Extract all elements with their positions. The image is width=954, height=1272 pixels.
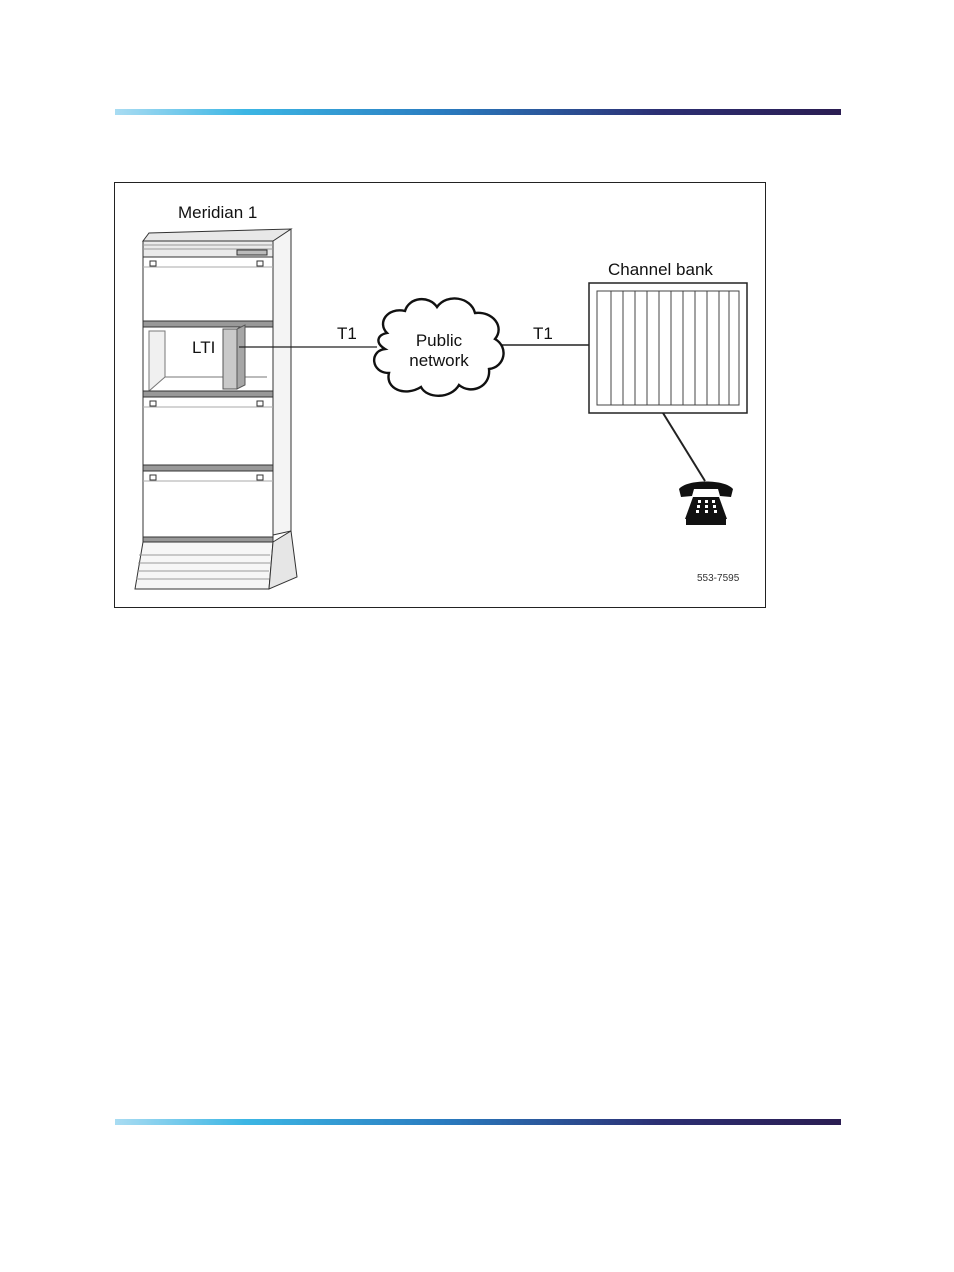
figure-frame: Meridian 1 LTI T1 Public network T1 Chan…	[114, 182, 766, 608]
channel-bank-icon	[589, 283, 747, 413]
card-label: LTI	[192, 338, 215, 358]
telephone-icon	[679, 482, 733, 526]
link-left-label: T1	[337, 324, 357, 344]
link-right-label: T1	[533, 324, 553, 344]
telephone-cord	[663, 413, 705, 481]
network-label: Public network	[391, 331, 487, 371]
system-label: Meridian 1	[178, 203, 257, 223]
network-label-line1: Public	[391, 331, 487, 351]
footer-rule	[115, 1119, 841, 1125]
network-diagram	[115, 183, 767, 609]
network-label-line2: network	[391, 351, 487, 371]
header-rule	[115, 109, 841, 115]
channel-bank-label: Channel bank	[608, 260, 713, 280]
cabinet-icon	[135, 229, 297, 589]
figure-id: 553-7595	[697, 573, 739, 584]
